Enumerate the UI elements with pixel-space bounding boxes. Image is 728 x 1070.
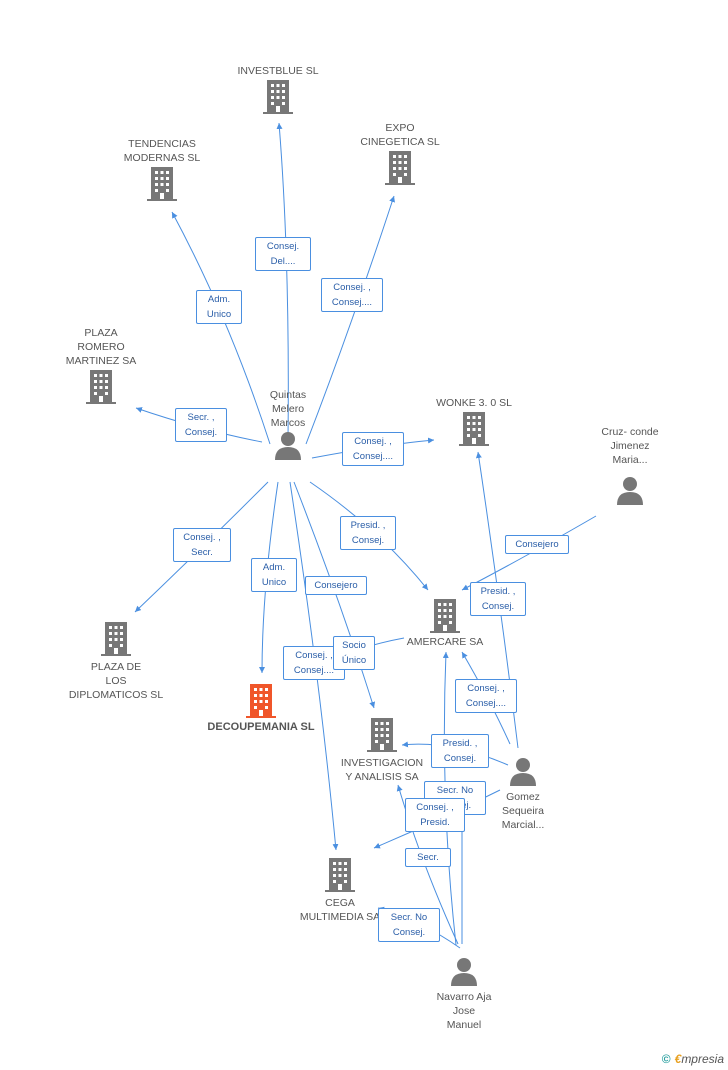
node-amercare[interactable]: AMERCARE SA [390, 597, 500, 649]
node-expo[interactable]: EXPO CINEGETICA SL [342, 121, 458, 185]
building-icon [101, 622, 131, 656]
edge-label[interactable]: Adm. Unico [196, 290, 242, 324]
node-label: PLAZA ROMERO MARTINEZ SA [65, 327, 137, 367]
node-label: AMERCARE SA [406, 636, 484, 648]
node-label: PLAZA DE LOS DIPLOMATICOS SL [68, 661, 164, 701]
edge-label[interactable]: Secr. [405, 848, 451, 867]
person-icon [451, 958, 477, 986]
node-label: INVESTIGACION Y ANALISIS SA [340, 757, 424, 783]
edge-label[interactable]: Consej. Del.... [255, 237, 311, 271]
edge-label[interactable]: Consej. , Consej.... [342, 432, 404, 466]
edge-label[interactable]: Consejero [505, 535, 569, 554]
edge-label[interactable]: Presid. , Consej. [340, 516, 396, 550]
node-quintas[interactable]: Quintas Melero Marcos [238, 388, 338, 460]
node-wonke[interactable]: WONKE 3. 0 SL [414, 396, 534, 446]
edge-quintas-tendencias [171, 211, 271, 445]
copyright-symbol: © [661, 1052, 671, 1066]
node-cega[interactable]: CEGA MULTIMEDIA SA [284, 856, 396, 924]
node-plaza-romero[interactable]: PLAZA ROMERO MARTINEZ SA [46, 326, 156, 404]
node-cruz[interactable]: Cruz- conde Jimenez Maria... [580, 425, 680, 505]
node-gomez[interactable]: Gomez Sequeira Marcial... [478, 756, 568, 832]
edge-quintas-expo [305, 195, 395, 445]
edge-label[interactable]: Presid. , Consej. [431, 734, 489, 768]
building-icon [246, 684, 276, 718]
edge-label[interactable]: Consej. , Consej.... [455, 679, 517, 713]
node-label: DECOUPEMANIA SL [207, 721, 315, 733]
node-navarro[interactable]: Navarro Aja Jose Manuel [414, 956, 514, 1032]
building-icon [86, 370, 116, 404]
node-label: Navarro Aja Jose Manuel [436, 991, 492, 1031]
edge-label[interactable]: Socio Único [333, 636, 375, 670]
edge-label[interactable]: Presid. , Consej. [470, 582, 526, 616]
person-icon [275, 432, 301, 460]
building-icon [325, 858, 355, 892]
node-label: TENDENCIAS MODERNAS SL [123, 138, 201, 164]
node-label: EXPO CINEGETICA SL [360, 122, 440, 148]
building-icon [430, 599, 460, 633]
edge-quintas-investigacion [293, 481, 376, 709]
edge-label[interactable]: Consej. , Consej.... [321, 278, 383, 312]
building-icon [385, 151, 415, 185]
brand-name: mpresia [681, 1052, 724, 1066]
building-icon [459, 412, 489, 446]
node-label: WONKE 3. 0 SL [436, 397, 512, 409]
node-label: Gomez Sequeira Marcial... [501, 791, 545, 831]
node-plaza-diplomaticos[interactable]: PLAZA DE LOS DIPLOMATICOS SL [58, 620, 174, 702]
person-icon [617, 477, 643, 505]
edge-label[interactable]: Consej. , Secr. [173, 528, 231, 562]
person-icon [510, 758, 536, 786]
node-investblue[interactable]: INVESTBLUE SL [218, 64, 338, 114]
node-investigacion[interactable]: INVESTIGACION Y ANALISIS SA [326, 716, 438, 784]
node-decoupemania[interactable]: DECOUPEMANIA SL [196, 682, 326, 734]
edge-label[interactable]: Secr. , Consej. [175, 408, 227, 442]
node-label: Quintas Melero Marcos [269, 389, 307, 429]
edge-label[interactable]: Consej. , Presid. [405, 798, 465, 832]
building-icon [147, 167, 177, 201]
node-label: CEGA MULTIMEDIA SA [299, 897, 381, 923]
brand-initial: € [674, 1052, 682, 1066]
edge-label[interactable]: Consejero [305, 576, 367, 595]
node-label: Cruz- conde Jimenez Maria... [601, 426, 659, 466]
edge-label[interactable]: Secr. No Consej. [378, 908, 440, 942]
edge-label[interactable]: Adm. Unico [251, 558, 297, 592]
building-icon [263, 80, 293, 114]
node-label: INVESTBLUE SL [237, 65, 319, 77]
building-icon [367, 718, 397, 752]
brand-logo: ©€mpresia [662, 1052, 724, 1066]
node-tendencias[interactable]: TENDENCIAS MODERNAS SL [104, 137, 220, 201]
